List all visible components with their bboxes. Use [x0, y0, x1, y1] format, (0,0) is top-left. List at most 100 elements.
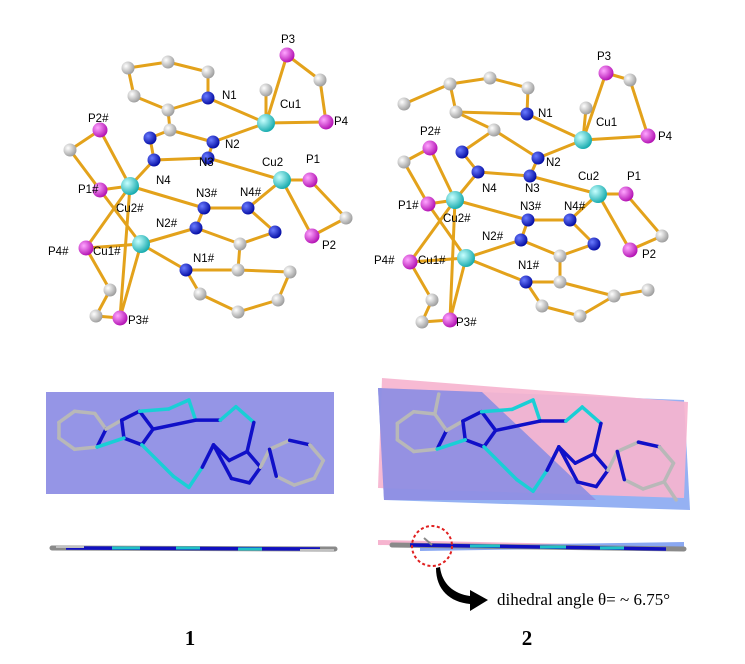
plane-bond-e6-e7	[622, 477, 645, 491]
plane-bond-d2-d3	[573, 452, 596, 465]
bond-Cu1h-P3h	[118, 242, 143, 320]
atom-Cp	[339, 211, 353, 225]
caption-compound-2: 2	[522, 626, 533, 650]
label-p1-sym: P1#	[78, 184, 99, 196]
label-cu1-sym: Cu1#	[93, 246, 121, 258]
label-n1-sym: N1#	[518, 260, 540, 272]
atom-Cn	[271, 293, 285, 307]
plane-bond-c5-c4	[531, 468, 549, 494]
label-p2-sym: P2#	[420, 126, 441, 138]
plane-bond-b5-a5	[95, 436, 126, 449]
atom-P4	[640, 128, 656, 144]
atom-P4	[318, 114, 334, 130]
bond-Cm-Cn	[236, 298, 280, 314]
label-p2: P2	[642, 249, 656, 261]
plane-bond-c1-c2	[166, 398, 191, 411]
label-p1-sym: P1#	[398, 200, 419, 212]
plane-bond-a4-b1	[444, 419, 465, 433]
label-n4: N4	[156, 175, 171, 187]
atom-P1h	[92, 182, 108, 198]
atom-Cd	[397, 97, 411, 111]
atom-Cc	[201, 65, 215, 79]
plane-bond-c6-c5	[514, 477, 535, 494]
plane-bond-b5-b1	[119, 418, 126, 440]
atom-P2h	[422, 140, 438, 156]
atom-Cg	[259, 83, 273, 97]
atom-Co	[641, 283, 655, 297]
atom-Ca	[121, 61, 135, 75]
plane-bond-e7-e1	[615, 449, 627, 482]
atom-Cu1	[574, 131, 592, 149]
bond-P1-Cp	[308, 178, 348, 220]
atom-Cu2	[589, 185, 607, 203]
bond-P1h-Cu1h	[426, 202, 468, 260]
bond-Cu2-P2	[280, 178, 314, 238]
plane-bond-f1-f2	[218, 404, 238, 422]
plane-bond-c5-c4	[187, 465, 205, 490]
atom-Cu2	[273, 171, 291, 189]
atom-Ce	[161, 103, 175, 117]
label-n2-sym: N2#	[156, 218, 178, 230]
bond-N1-Cu1	[525, 112, 585, 142]
atom-Cr	[415, 315, 429, 329]
atom-N2h	[189, 221, 203, 235]
plane-bond-e7-e1	[267, 447, 278, 478]
bond-Cu1-P3	[264, 53, 289, 125]
label-n1: N1	[222, 90, 237, 102]
dihedral-marker: dihedral angle θ= ~ 6.75°	[411, 525, 670, 611]
bond-Cu1h-P4h	[84, 242, 143, 250]
plane-bond-a3-a4	[433, 412, 449, 433]
label-p2-sym: P2#	[88, 113, 109, 125]
atom-N4h	[241, 201, 255, 215]
plane-bond-d5-d6	[575, 480, 599, 489]
plane-bond-b5-a5	[435, 438, 467, 451]
bond-Cb-Cc	[488, 76, 530, 90]
bond-Cu1-P4	[581, 134, 650, 142]
bond-Cu1-P4	[264, 120, 328, 125]
bond-N2h-Cj	[194, 226, 242, 246]
bond-Cu1h-P3h	[448, 256, 468, 322]
plane-bond-f2-f3	[234, 404, 256, 425]
bond-N2-Cu1	[211, 121, 268, 144]
label-p2: P2	[322, 240, 336, 252]
bond-Cu2h-P3h	[448, 198, 457, 322]
atom-N1	[520, 107, 534, 121]
bond-Cu2-P2	[596, 192, 632, 252]
plane-bond-d5-d6	[229, 476, 252, 485]
bond-N1-Cu1	[206, 96, 268, 125]
caption-compound-1: 1	[185, 626, 196, 650]
label-cu2-sym: Cu2#	[116, 203, 144, 215]
atom-Cd	[127, 89, 141, 103]
bond-Cu1h-N1h	[464, 256, 528, 284]
atom-N4	[471, 165, 485, 179]
plane-bond-e5-e6	[292, 476, 317, 487]
bond-Cu2h-N3h	[128, 184, 206, 210]
bond-Cu2h-P2h	[98, 128, 132, 188]
plane-bond-b4-c6	[140, 443, 175, 478]
atom-P3	[598, 65, 614, 81]
plane-bond-a4-a5	[435, 428, 449, 451]
label-cu1: Cu1	[596, 117, 617, 129]
plane-bond-f1-f2	[564, 405, 584, 423]
molecule-1-atom-labels: P3 N1 Cu1 P4 P2# N2 N3 Cu2 P1 P1# N4 N3#…	[48, 34, 349, 327]
bond-Cf-N2	[168, 128, 215, 144]
plane-bond-d3-d4	[245, 449, 263, 469]
atom-P3	[279, 47, 295, 63]
bond-Cu2h-P3h	[118, 184, 132, 320]
dihedral-circle	[411, 525, 453, 567]
plane-bond-b1-b2	[119, 409, 142, 422]
plane-bond-d6-d1	[211, 443, 234, 481]
plane-bond-a2-a3	[72, 409, 97, 416]
atom-Cm	[573, 309, 587, 323]
atom-N4h	[563, 213, 577, 227]
label-n4-sym: N4#	[240, 187, 262, 199]
bond-Ca-Cb	[448, 76, 492, 86]
plane-bond-c6-c5	[171, 474, 191, 490]
plane-bond-a4-b1	[104, 418, 124, 431]
plane-bond-d2-d3	[227, 449, 249, 463]
bond-N2h-Cj	[519, 238, 562, 258]
plane-bond-d4-e1	[606, 449, 620, 472]
bond-P4h-Cq	[84, 246, 112, 292]
atom-Cg	[579, 101, 593, 115]
bond-P1-Cp	[624, 192, 664, 238]
